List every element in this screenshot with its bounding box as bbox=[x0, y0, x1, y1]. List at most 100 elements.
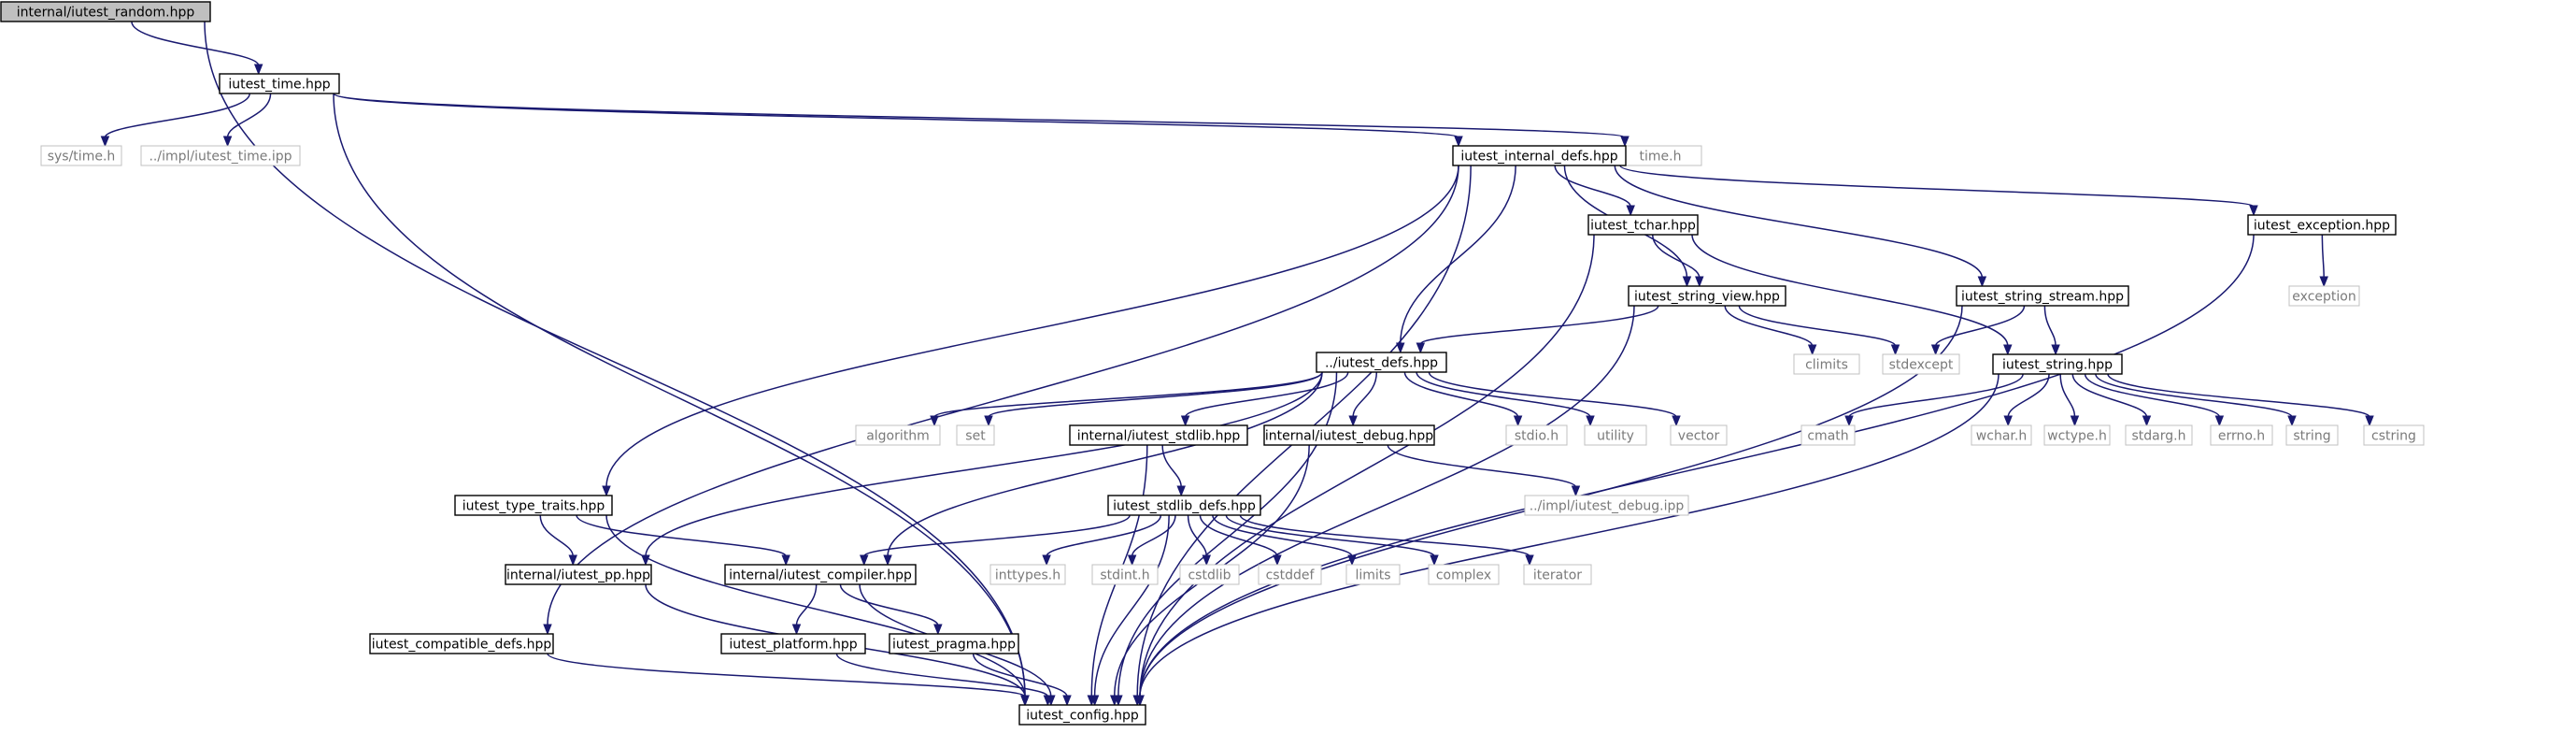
node-timeh: time.h bbox=[1618, 145, 1702, 166]
edge-stdlibdefs-to-cstdlib bbox=[1187, 514, 1208, 557]
edge-tchar-to-stringview bbox=[1652, 234, 1701, 279]
edge-pragma-to-config bbox=[972, 653, 1068, 697]
arrowhead-string_hpp-to-errnoh bbox=[2214, 415, 2225, 427]
edge-defs-to-stdioh bbox=[1403, 371, 1519, 418]
edge-defs-to-config bbox=[1117, 371, 1338, 697]
node-box-errnoh bbox=[2210, 424, 2273, 446]
node-box-typetraits[interactable] bbox=[454, 495, 613, 516]
node-exception_hpp[interactable]: iutest_exception.hpp bbox=[2247, 214, 2397, 236]
node-pragma[interactable]: iutest_pragma.hpp bbox=[889, 633, 1019, 654]
node-label-string: string bbox=[2293, 429, 2330, 444]
node-box-wcharh bbox=[1971, 424, 2032, 446]
node-label-cstddef: cstddef bbox=[1266, 568, 1316, 583]
node-label-systime: sys/time.h bbox=[48, 150, 116, 165]
node-box-stdlib[interactable] bbox=[1069, 424, 1248, 446]
node-config[interactable]: iutest_config.hpp bbox=[1018, 704, 1146, 726]
edge-stdlibdefs-to-compiler bbox=[862, 514, 1131, 557]
node-typetraits[interactable]: iutest_type_traits.hpp bbox=[454, 495, 613, 516]
node-box-debug[interactable] bbox=[1263, 424, 1435, 446]
edge-time-to-timeh bbox=[333, 93, 1626, 138]
node-random[interactable]: internal/iutest_random.hpp bbox=[0, 1, 211, 22]
edge-internaldefs-to-typetraits bbox=[605, 165, 1459, 488]
node-box-time[interactable] bbox=[219, 73, 340, 94]
node-box-pp[interactable] bbox=[505, 564, 652, 585]
node-impldebug: ../impl/iutest_debug.ipp bbox=[1524, 495, 1689, 516]
node-label-time: iutest_time.hpp bbox=[228, 78, 330, 93]
edge-string_hpp-to-errnoh bbox=[2084, 373, 2221, 418]
arrowhead-stdlibdefs-to-config bbox=[1089, 695, 1100, 707]
node-stdlibdefs[interactable]: iutest_stdlib_defs.hpp bbox=[1107, 495, 1261, 516]
edge-defs-to-compiler bbox=[887, 371, 1323, 557]
edge-typetraits-to-compiler bbox=[576, 514, 787, 557]
node-box-platform[interactable] bbox=[720, 633, 866, 654]
node-defs[interactable]: ../iutest_defs.hpp bbox=[1316, 352, 1447, 373]
arrowhead-pragma-to-config bbox=[1062, 695, 1072, 707]
node-stringview[interactable]: iutest_string_view.hpp bbox=[1628, 285, 1786, 307]
node-compiler[interactable]: internal/iutest_compiler.hpp bbox=[724, 564, 917, 585]
arrowhead-internaldefs-to-compatdefs bbox=[543, 624, 552, 636]
node-box-string_hpp[interactable] bbox=[1992, 353, 2123, 375]
node-cmath: cmath bbox=[1800, 424, 1856, 446]
node-box-exception_hpp[interactable] bbox=[2247, 214, 2397, 236]
edge-stringview-to-climits bbox=[1724, 305, 1814, 347]
node-time[interactable]: iutest_time.hpp bbox=[219, 73, 340, 94]
node-box-pragma[interactable] bbox=[889, 633, 1019, 654]
node-box-cstddef bbox=[1258, 564, 1322, 585]
arrowhead-defs-to-compiler bbox=[883, 554, 892, 567]
node-stdlib[interactable]: internal/iutest_stdlib.hpp bbox=[1069, 424, 1248, 446]
node-algorithm: algorithm bbox=[855, 424, 941, 446]
node-box-defs[interactable] bbox=[1316, 352, 1447, 373]
edge-time-to-systime bbox=[104, 93, 250, 138]
edge-string_hpp-to-cstring bbox=[2107, 373, 2370, 418]
edge-defs-to-stdlib bbox=[1184, 371, 1349, 418]
node-box-inttypesh bbox=[989, 564, 1066, 585]
arrowhead-defs-to-stdioh bbox=[1513, 415, 1523, 427]
node-stdexcept: stdexcept bbox=[1882, 353, 1960, 375]
node-stringstream[interactable]: iutest_string_stream.hpp bbox=[1956, 285, 2129, 307]
edge-compiler-to-pragma bbox=[839, 583, 939, 626]
node-label-timeh: time.h bbox=[1640, 150, 1682, 165]
arrowhead-random-to-time bbox=[253, 64, 263, 76]
edge-exception_hpp-to-config bbox=[1139, 234, 2255, 697]
node-label-stdlib: internal/iutest_stdlib.hpp bbox=[1077, 429, 1241, 444]
edge-defs-to-set bbox=[988, 371, 1323, 418]
node-box-stdexcept bbox=[1882, 353, 1960, 375]
node-pp[interactable]: internal/iutest_pp.hpp bbox=[505, 564, 652, 585]
arrowhead-stdlibdefs-to-cstddef bbox=[1273, 554, 1282, 567]
node-string_hpp[interactable]: iutest_string.hpp bbox=[1992, 353, 2123, 375]
node-string: string bbox=[2285, 424, 2339, 446]
node-box-tchar[interactable] bbox=[1587, 214, 1699, 236]
node-tchar[interactable]: iutest_tchar.hpp bbox=[1587, 214, 1699, 236]
edge-defs-to-utility bbox=[1416, 371, 1591, 418]
node-internaldefs[interactable]: iutest_internal_defs.hpp bbox=[1452, 145, 1627, 166]
node-wcharh: wchar.h bbox=[1971, 424, 2032, 446]
node-box-impldebug bbox=[1524, 495, 1689, 516]
node-label-platform: iutest_platform.hpp bbox=[729, 638, 857, 653]
node-box-random[interactable] bbox=[0, 1, 211, 22]
edge-string_hpp-to-string bbox=[2095, 373, 2293, 418]
arrowhead-stdlibdefs-to-complex bbox=[1430, 554, 1439, 567]
node-compatdefs[interactable]: iutest_compatible_defs.hpp bbox=[369, 633, 554, 654]
arrowhead-time-to-timeh bbox=[1620, 136, 1630, 148]
node-label-climits: climits bbox=[1805, 358, 1848, 373]
edge-stdlibdefs-to-inttypesh bbox=[1046, 514, 1162, 557]
node-box-compatdefs[interactable] bbox=[369, 633, 554, 654]
edge-stdlibdefs-to-cstddef bbox=[1199, 514, 1278, 557]
edge-stringstream-to-string_hpp bbox=[2043, 305, 2057, 347]
node-systime: sys/time.h bbox=[40, 145, 122, 166]
arrowhead-debug-to-config bbox=[1110, 695, 1119, 707]
node-box-stringview[interactable] bbox=[1628, 285, 1786, 307]
node-box-config[interactable] bbox=[1018, 704, 1146, 726]
node-box-stdlibdefs[interactable] bbox=[1107, 495, 1261, 516]
node-box-compiler[interactable] bbox=[724, 564, 917, 585]
node-label-cstdlib: cstdlib bbox=[1188, 568, 1231, 583]
arrowhead-stdlibdefs-to-limits bbox=[1347, 554, 1357, 567]
node-box-stringstream[interactable] bbox=[1956, 285, 2129, 307]
node-label-wcharh: wchar.h bbox=[1976, 429, 2027, 444]
node-platform[interactable]: iutest_platform.hpp bbox=[720, 633, 866, 654]
node-box-utility bbox=[1584, 424, 1647, 446]
node-box-internaldefs[interactable] bbox=[1452, 145, 1627, 166]
node-stdioh: stdio.h bbox=[1505, 424, 1568, 446]
node-debug[interactable]: internal/iutest_debug.hpp bbox=[1263, 424, 1435, 446]
arrowhead-internaldefs-to-stringstream bbox=[1977, 276, 1987, 288]
